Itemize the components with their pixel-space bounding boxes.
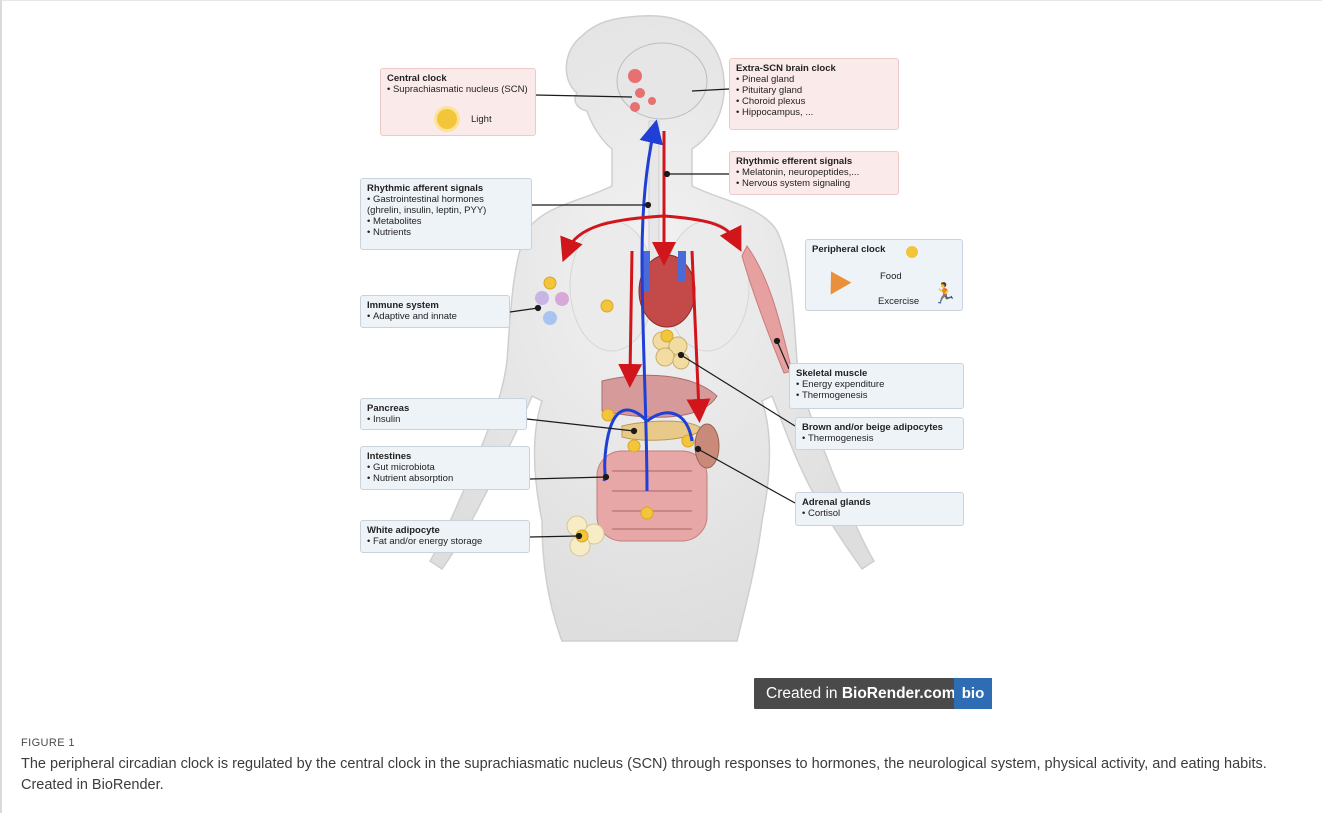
- adrenal-item: Cortisol: [802, 508, 957, 519]
- extra-scn-box: Extra-SCN brain clock Pineal gland Pitui…: [729, 58, 899, 130]
- runner-icon: 🏃: [932, 284, 957, 304]
- badge-brand: BioRender.com: [842, 685, 956, 702]
- afferent-title: Rhythmic afferent signals: [367, 183, 525, 194]
- afferent-item: Gastrointestinal hormones: [367, 194, 525, 205]
- pancreas-box: Pancreas Insulin: [360, 398, 527, 430]
- biorender-logo-icon: bio: [954, 678, 992, 709]
- extra-scn-item: Hippocampus, ...: [736, 107, 892, 118]
- pancreas-item: Insulin: [367, 414, 520, 425]
- efferent-box: Rhythmic efferent signals Melatonin, neu…: [729, 151, 899, 195]
- white-item: Fat and/or energy storage: [367, 536, 523, 547]
- efferent-item: Melatonin, neuropeptides,...: [736, 167, 892, 178]
- intestines-title: Intestines: [367, 451, 523, 462]
- light-label: Light: [471, 114, 492, 125]
- central-clock-title: Central clock: [387, 73, 529, 84]
- adrenal-title: Adrenal glands: [802, 497, 957, 508]
- immune-item: Adaptive and innate: [367, 311, 503, 322]
- food-label: Food: [880, 271, 902, 282]
- pancreas-title: Pancreas: [367, 403, 520, 414]
- figure-caption: The peripheral circadian clock is regula…: [21, 754, 1271, 796]
- white-title: White adipocyte: [367, 525, 523, 536]
- pizza-icon: [821, 265, 852, 294]
- central-clock-item: Suprachiasmatic nucleus (SCN): [387, 84, 529, 95]
- extra-scn-item: Pituitary gland: [736, 85, 892, 96]
- extra-scn-title: Extra-SCN brain clock: [736, 63, 892, 74]
- intestines-item: Gut microbiota: [367, 462, 523, 473]
- badge-prefix: Created in: [766, 685, 838, 702]
- adrenal-box: Adrenal glands Cortisol: [795, 492, 964, 526]
- intestines-box: Intestines Gut microbiota Nutrient absor…: [360, 446, 530, 490]
- extra-scn-item: Pineal gland: [736, 74, 892, 85]
- afferent-item-continued: (ghrelin, insulin, leptin, PYY): [367, 205, 525, 216]
- afferent-item: Metabolites: [367, 216, 525, 227]
- intestines: [597, 451, 707, 541]
- afferent-box: Rhythmic afferent signals Gastrointestin…: [360, 178, 532, 250]
- peripheral-clock-box: Peripheral clock Food Excercise 🏃: [805, 239, 963, 311]
- biorender-badge[interactable]: Created in BioRender.com bio: [754, 678, 992, 709]
- efferent-title: Rhythmic efferent signals: [736, 156, 892, 167]
- skeletal-item: Energy expenditure: [796, 379, 957, 390]
- intestines-item: Nutrient absorption: [367, 473, 523, 484]
- extra-scn-item: Choroid plexus: [736, 96, 892, 107]
- peripheral-clock-title: Peripheral clock: [812, 244, 956, 255]
- afferent-item: Nutrients: [367, 227, 525, 238]
- exercise-label: Excercise: [878, 296, 919, 307]
- clock-icon: [906, 246, 918, 258]
- skeletal-muscle-box: Skeletal muscle Energy expenditure Therm…: [789, 363, 964, 409]
- sun-icon: [437, 109, 457, 129]
- brown-title: Brown and/or beige adipocytes: [802, 422, 957, 433]
- figure-canvas: Central clock Suprachiasmatic nucleus (S…: [2, 1, 1322, 721]
- body-diagram: [2, 1, 1322, 721]
- immune-title: Immune system: [367, 300, 503, 311]
- central-clock-box: Central clock Suprachiasmatic nucleus (S…: [380, 68, 536, 136]
- brown-item: Thermogenesis: [802, 433, 957, 444]
- skeletal-item: Thermogenesis: [796, 390, 957, 401]
- skeletal-title: Skeletal muscle: [796, 368, 957, 379]
- figure-label: FIGURE 1: [21, 737, 75, 749]
- immune-box: Immune system Adaptive and innate: [360, 295, 510, 328]
- efferent-item: Nervous system signaling: [736, 178, 892, 189]
- white-adipocyte-box: White adipocyte Fat and/or energy storag…: [360, 520, 530, 553]
- brown-adipocytes-box: Brown and/or beige adipocytes Thermogene…: [795, 417, 964, 450]
